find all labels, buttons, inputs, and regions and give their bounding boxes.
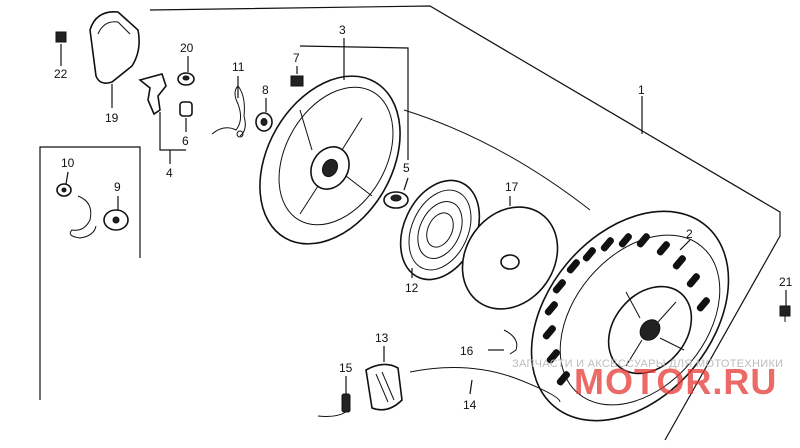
small-nut-part — [290, 75, 304, 87]
watermark-logo: MOTOR.RU — [574, 361, 777, 402]
leader-lines — [60, 38, 787, 395]
washer-part — [255, 112, 273, 132]
rope-knot-part — [317, 393, 351, 417]
callout-21: 21 — [779, 275, 793, 289]
callout-6: 6 — [182, 134, 189, 148]
callout-11: 11 — [232, 60, 245, 74]
callout-9: 9 — [114, 180, 121, 194]
nut-part — [55, 31, 67, 43]
collar-part — [177, 72, 195, 86]
inset-spring-part — [69, 195, 97, 239]
callout-14: 14 — [463, 398, 477, 412]
bolt-part — [779, 305, 791, 322]
cover-plate-part — [89, 11, 140, 84]
callout-5: 5 — [403, 161, 410, 175]
guide-clip-part — [503, 329, 518, 355]
watermark: ЗАПЧАСТИ И АКСЕССУАРЫ ДЛЯ МОТОТЕХНИКИ MO… — [512, 358, 783, 402]
callout-labels: 22 19 20 6 4 11 8 7 3 5 10 9 12 17 1 2 2… — [54, 23, 793, 412]
assembly-outline — [149, 5, 781, 441]
callout-19: 19 — [105, 111, 119, 125]
bushing-part — [179, 101, 193, 117]
ratchet-arm-part — [138, 73, 167, 116]
starter-rope-part — [409, 367, 561, 403]
callout-12: 12 — [405, 281, 419, 295]
spring-part — [211, 85, 246, 138]
callout-3: 3 — [339, 23, 346, 37]
callout-22: 22 — [54, 67, 68, 81]
watermark-tagline: ЗАПЧАСТИ И АКСЕССУАРЫ ДЛЯ МОТОТЕХНИКИ — [512, 358, 783, 370]
callout-8: 8 — [262, 83, 269, 97]
callout-16: 16 — [460, 344, 474, 358]
inset-plate-part — [103, 209, 129, 231]
inset-washer-part — [56, 183, 72, 197]
reel-pulley-part — [259, 75, 401, 245]
callout-17: 17 — [505, 180, 519, 194]
cylinder-part — [383, 191, 409, 209]
callout-15: 15 — [339, 361, 353, 375]
callout-10: 10 — [61, 156, 75, 170]
callout-7: 7 — [293, 51, 300, 65]
grip-handle-part — [365, 363, 403, 411]
callout-2: 2 — [686, 227, 693, 241]
housing-slots — [542, 233, 710, 386]
inset-box — [39, 146, 141, 400]
recoil-spring-part — [399, 179, 481, 281]
callout-13: 13 — [375, 331, 389, 345]
rope-path-upper — [403, 109, 591, 211]
callout-4: 4 — [166, 166, 173, 180]
flat-disc-part — [461, 206, 559, 310]
callout-20: 20 — [180, 41, 194, 55]
callout-1: 1 — [638, 83, 645, 97]
